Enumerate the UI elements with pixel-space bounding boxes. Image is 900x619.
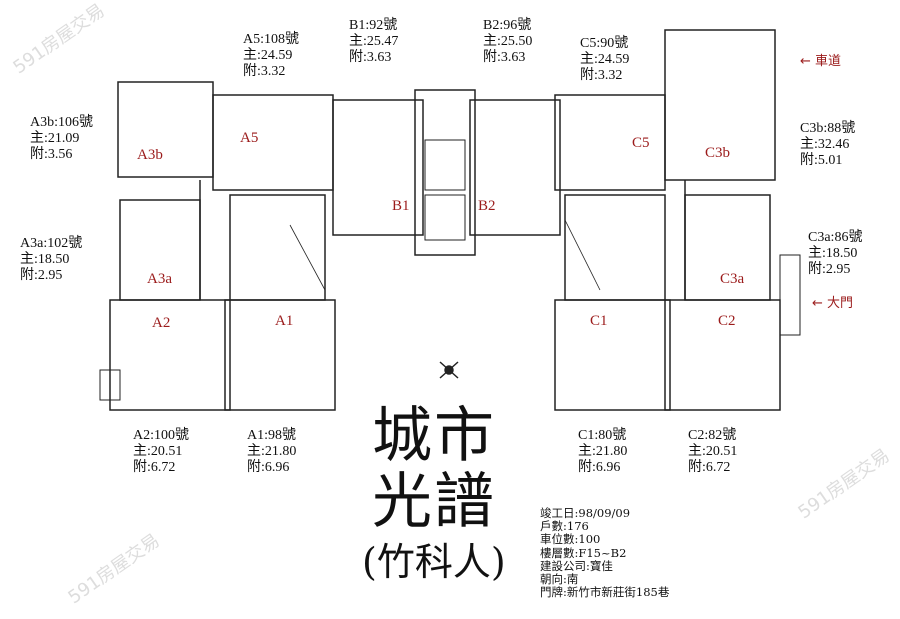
plan-label-A3a: A3a xyxy=(147,271,172,287)
info-completion: 竣工日:98/09/09 xyxy=(540,506,631,520)
info-floors: 樓層數:F15~B2 xyxy=(540,545,627,560)
plan-label-C2: C2 xyxy=(718,313,736,329)
plan-label-A3b: A3b xyxy=(137,147,163,163)
plan-label-B2: B2 xyxy=(478,198,496,214)
building-info: 竣工日:98/09/09 戶數:176 車位數:100 樓層數:F15~B2 建… xyxy=(540,506,670,600)
info-parking: 車位數:100 xyxy=(540,532,601,547)
plan-label-A2: A2 xyxy=(152,315,171,331)
title-line-2: 光譜 xyxy=(372,467,496,537)
info-builder: 建設公司:寶佳 xyxy=(540,558,613,573)
info-orientation: 朝向:南 xyxy=(540,572,579,587)
gate-arrow-label: ← 大門 xyxy=(812,296,854,311)
plan-label-A1: A1 xyxy=(275,313,294,329)
plan-label-B1: B1 xyxy=(392,198,410,214)
plan-label-C3b: C3b xyxy=(705,145,731,161)
driveway-arrow-label: ← 車道 xyxy=(800,54,842,69)
info-address: 門牌:新竹市新莊街185巷 xyxy=(540,585,670,600)
info-households: 戶數:176 xyxy=(540,519,589,534)
plan-label-C1: C1 xyxy=(590,313,608,329)
plan-label-C3a: C3a xyxy=(720,271,745,287)
title-line-1: 城市 xyxy=(372,401,496,471)
plan-label-C5: C5 xyxy=(632,135,650,151)
title-line-3: (竹科人) xyxy=(362,540,506,584)
compass-icon xyxy=(439,361,459,379)
plan-label-A5: A5 xyxy=(240,130,259,146)
